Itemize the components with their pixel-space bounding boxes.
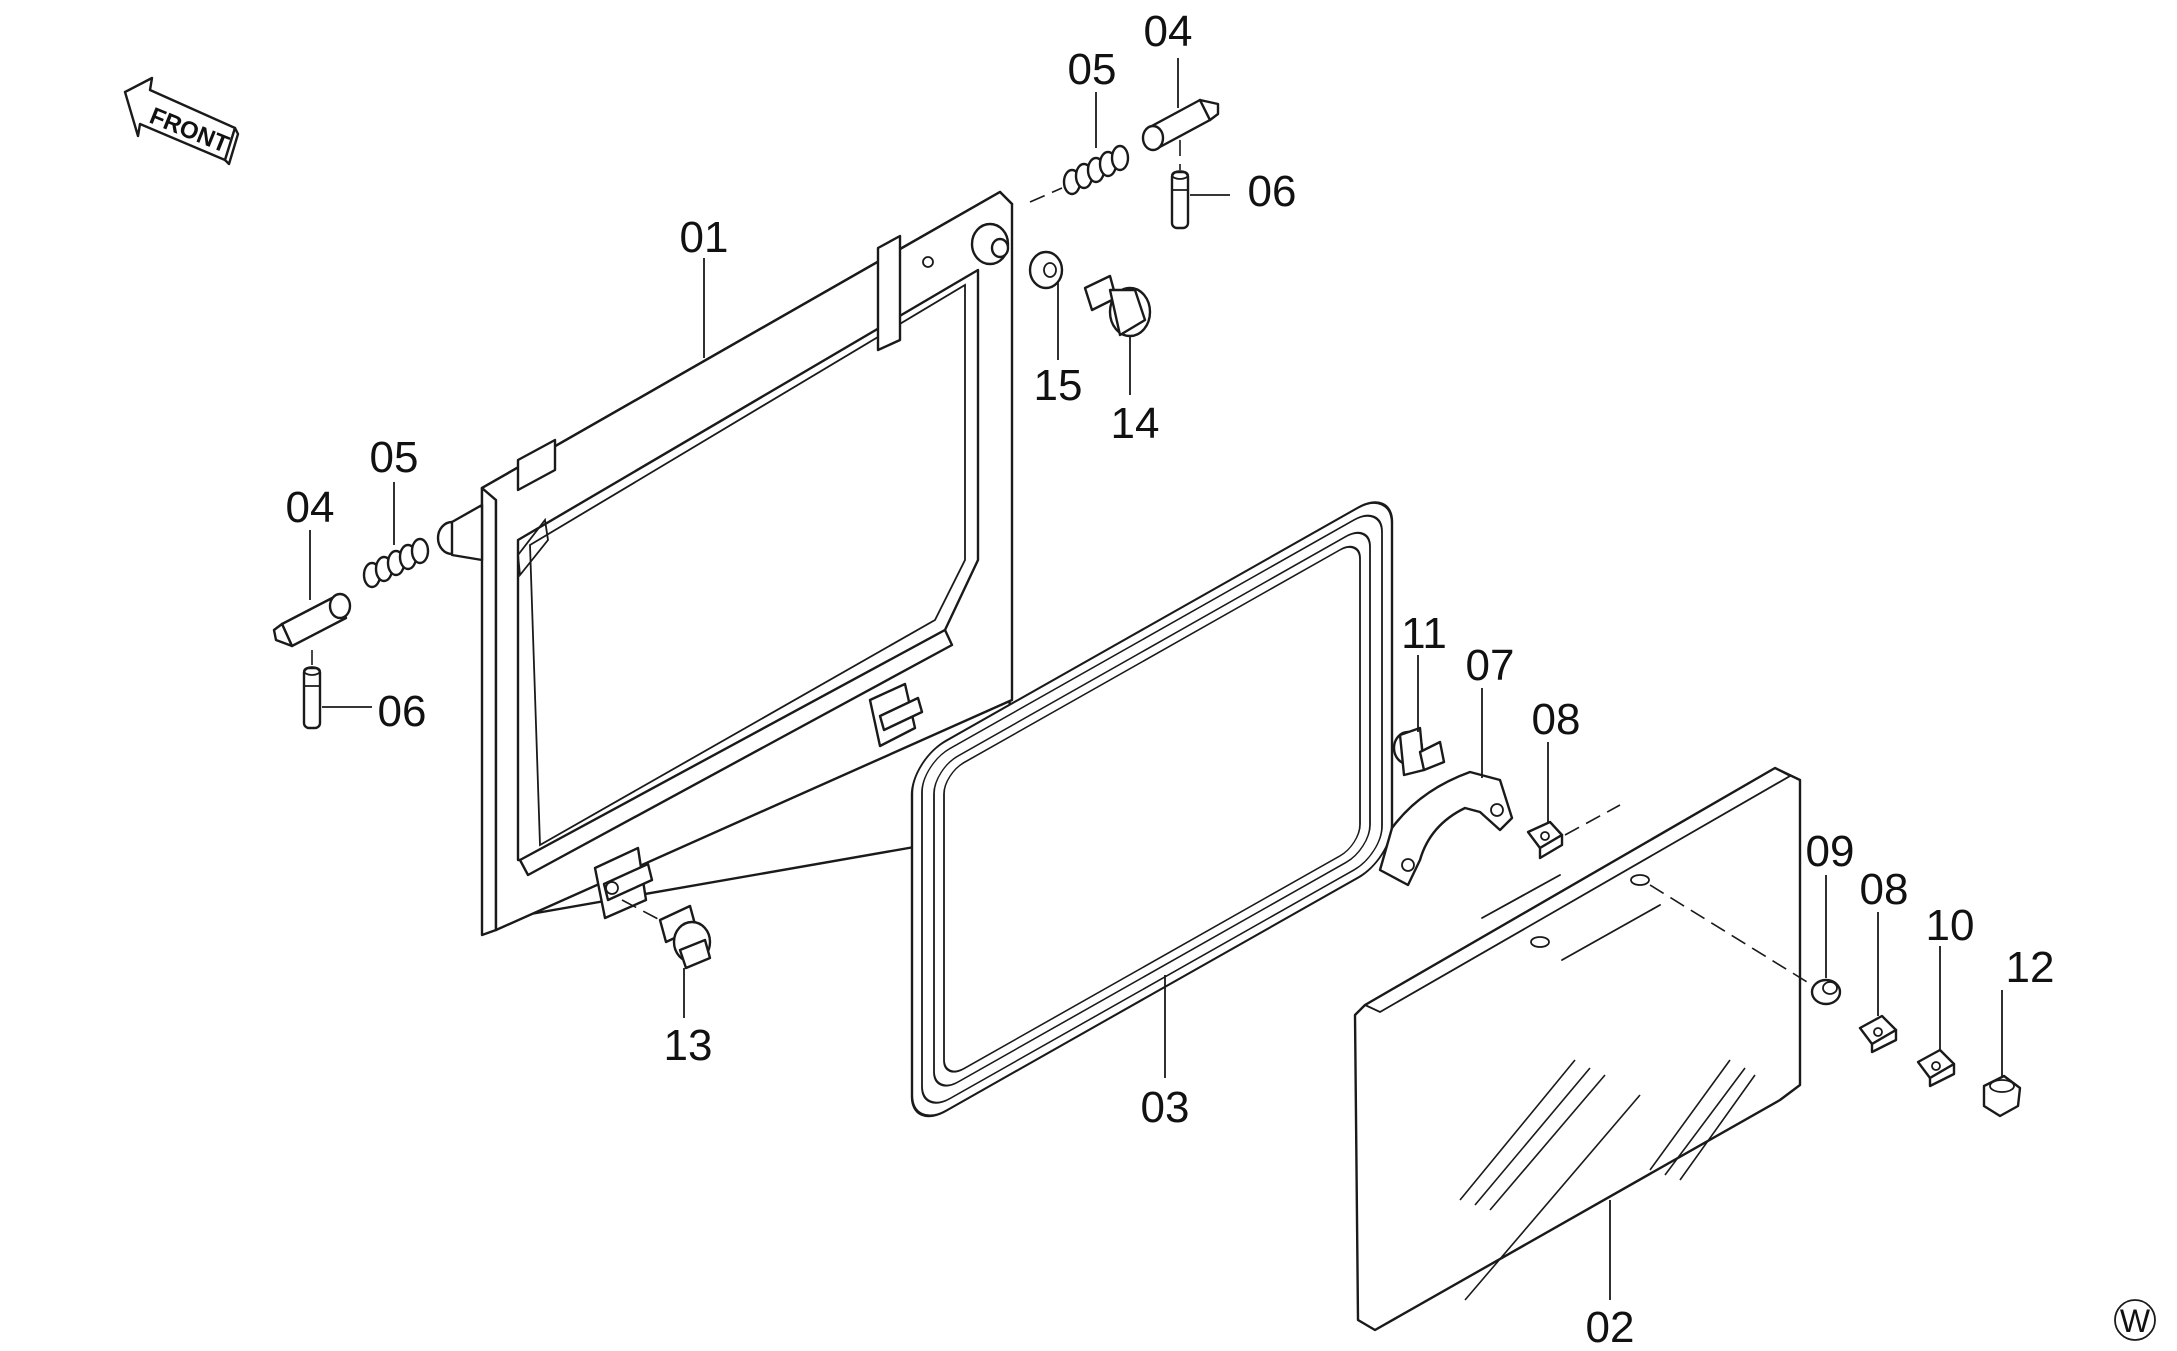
washer-part-15 <box>1028 250 1064 290</box>
bolt-part-11 <box>1392 726 1446 777</box>
callout-15: 15 <box>1034 361 1083 410</box>
weather-strip-part <box>910 501 1394 1118</box>
callout-14: 14 <box>1111 399 1160 448</box>
sleeve-part-09 <box>1810 978 1842 1006</box>
handle-part <box>1378 770 1514 887</box>
front-arrow: FRONT <box>123 76 240 166</box>
callout-04-left: 04 <box>286 483 335 532</box>
pin-part-left <box>272 592 352 648</box>
callout-03: 03 <box>1141 1083 1190 1132</box>
knob-bolt-part <box>1083 274 1152 338</box>
callout-13: 13 <box>664 1021 713 1070</box>
callout-08-upper: 08 <box>1532 695 1581 744</box>
spacer-part-upper <box>1526 820 1564 860</box>
corner-mark: W <box>2114 1299 2156 1341</box>
callout-11: 11 <box>1401 609 1447 658</box>
spring-part-left <box>362 537 430 589</box>
callout-04-top: 04 <box>1144 7 1193 56</box>
callout-06-top: 06 <box>1248 167 1297 216</box>
callout-01: 01 <box>680 213 729 262</box>
dowel-part-top <box>1170 170 1190 230</box>
callout-09: 09 <box>1806 827 1855 876</box>
cap-nut-part <box>1982 1074 2022 1118</box>
plate-part-10 <box>1916 1048 1956 1088</box>
callout-12: 12 <box>2006 943 2055 992</box>
callout-10: 10 <box>1926 901 1975 950</box>
bolt-part-13 <box>621 899 712 970</box>
callout-05-top: 05 <box>1068 45 1117 94</box>
dowel-part-left <box>302 666 322 730</box>
window-frame-part <box>436 190 1014 937</box>
callout-02: 02 <box>1586 1303 1635 1351</box>
corner-mark-letter: W <box>2120 1303 2151 1339</box>
callout-06-left: 06 <box>378 687 427 736</box>
spacer-part-lower <box>1858 1014 1898 1054</box>
spring-part-top <box>1062 144 1130 196</box>
callout-08-lower: 08 <box>1860 865 1909 914</box>
callout-07: 07 <box>1466 641 1515 690</box>
callout-05-left: 05 <box>370 433 419 482</box>
pin-part-top <box>1141 98 1220 152</box>
glass-pane-part <box>1353 766 1802 1332</box>
